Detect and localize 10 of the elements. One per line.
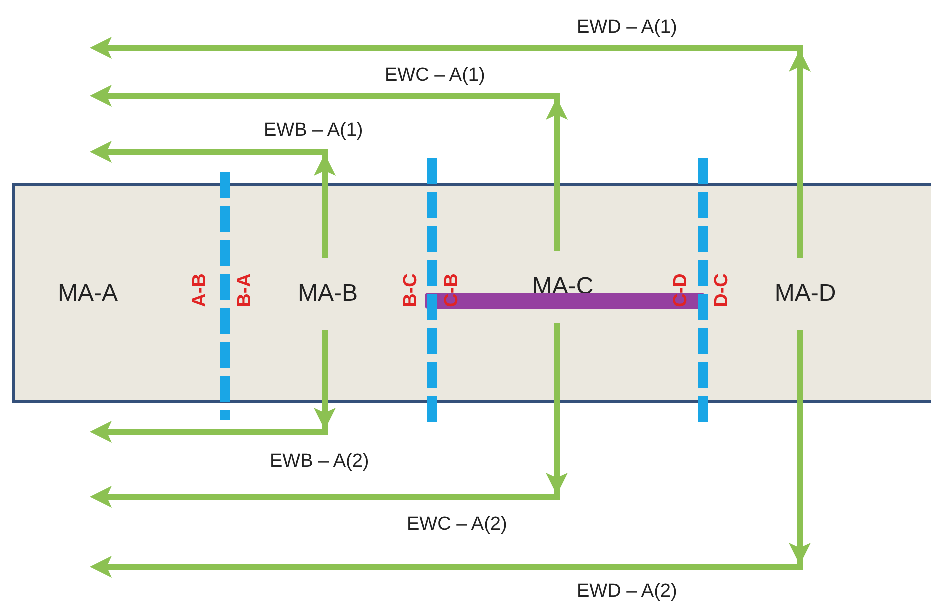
boundary-label: D-C <box>712 273 732 307</box>
boundary-label: C-B <box>442 273 462 307</box>
boundary-label: B-C <box>401 273 420 307</box>
module-label: MA-A <box>38 258 138 330</box>
boundary-label: A-B <box>190 273 210 307</box>
module-band <box>12 183 931 403</box>
boundary-label: C-D <box>671 273 690 307</box>
boundary-label: B-A <box>235 273 254 307</box>
module-label: MA-B <box>283 258 373 330</box>
module-label: MA-D <box>758 258 853 330</box>
